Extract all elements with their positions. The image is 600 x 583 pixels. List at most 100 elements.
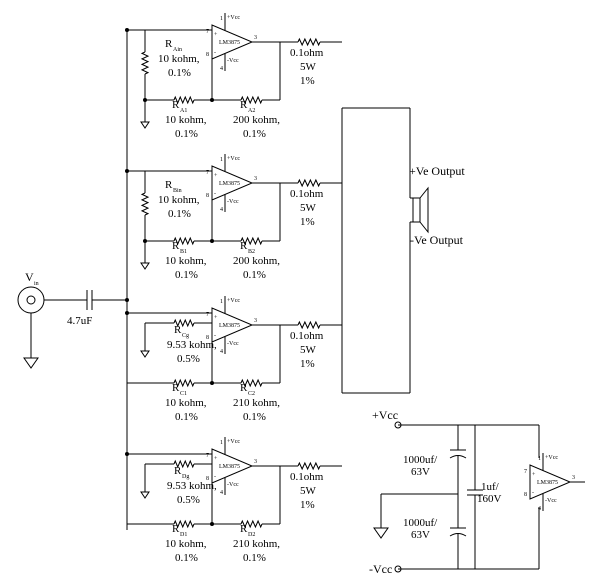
stage-a-r1-label-sub: A1 xyxy=(180,108,187,114)
stage-d-opamp-pin8: 8 xyxy=(206,476,209,482)
stage-d-r2 xyxy=(240,519,263,529)
stage-d-r2-label-tol: 0.1% xyxy=(243,552,266,564)
stage-a-r2-label-tol: 0.1% xyxy=(243,128,266,140)
input-capacitor: 4.7uF xyxy=(67,290,127,327)
stage-c-r1-label-value: 10 kohm, xyxy=(165,397,207,409)
stage-d-r1-label-value: 10 kohm, xyxy=(165,538,207,550)
stage-b-r1-label-sub: B1 xyxy=(180,249,187,255)
stage-a-opamp-part: LM3875 xyxy=(219,40,240,46)
stage-b-r2 xyxy=(240,236,263,246)
stage-c-rg-label-tol: 0.5% xyxy=(177,353,200,365)
stage-d-opamp-vpos-label: +Vcc xyxy=(227,439,240,445)
stage-b-rin xyxy=(140,192,150,216)
input-connector-outer xyxy=(17,286,45,314)
stage-d-r1-label-sub: D1 xyxy=(180,532,187,538)
stage-a-opamp-pin8: 8 xyxy=(206,52,209,58)
stage-a-rin xyxy=(140,51,150,75)
junction-dot xyxy=(210,381,214,385)
input-connector-inner xyxy=(26,295,36,305)
supply-ground-symbol xyxy=(373,527,389,539)
stage-c-opamp-pin1: 1 xyxy=(220,299,223,305)
stage-a-opamp-pin4: 4 xyxy=(220,66,223,72)
stage-a-opamp-pin1: 1 xyxy=(220,16,223,22)
stage-c-opamp-vpos-label: +Vcc xyxy=(227,298,240,304)
stage-a-r1-label-tol: 0.1% xyxy=(175,128,198,140)
stage-d-rg-label-sub: Dg xyxy=(182,474,189,480)
stage-a-rout xyxy=(297,37,321,47)
stage-b-r1 xyxy=(173,236,195,246)
stage-c-r2-label-value: 210 kohm, xyxy=(233,397,280,409)
stage-a-rout-power: 5W xyxy=(300,61,317,73)
supply-opamp-pin1: 1 xyxy=(538,456,541,462)
junction-dot xyxy=(125,311,129,315)
input-cap-value: 4.7uF xyxy=(67,315,92,327)
junction-dot xyxy=(125,169,129,173)
speaker-negative-label: -Ve Output xyxy=(410,233,464,247)
junction-dot xyxy=(143,239,147,243)
stage-b-opamp-pin3: 3 xyxy=(254,176,257,182)
supply-opamp-pin7: 7 xyxy=(524,469,527,475)
stage-b-rin-label-sub: Bin xyxy=(173,188,182,194)
stage-d-rg-label-value: 9.53 kohm, xyxy=(167,480,217,492)
stage-c-r2-label-sub: C2 xyxy=(248,391,255,397)
stage-d-rg xyxy=(173,459,195,469)
supply-opamp-pin3: 3 xyxy=(572,475,575,481)
stage-d-opamp-pin1: 1 xyxy=(220,440,223,446)
stage-a-opamp-plus: + xyxy=(214,32,218,38)
speaker-positive-label: +Ve Output xyxy=(409,164,465,178)
stage-d-opamp-part: LM3875 xyxy=(219,464,240,470)
stage-a-rin-label-value: 10 kohm, xyxy=(158,53,200,65)
junction-dot xyxy=(125,28,129,32)
cap-mid-value: 1uf/ xyxy=(481,481,500,493)
supply-opamp-body xyxy=(529,464,572,500)
stage-c-r1-label-tol: 0.1% xyxy=(175,411,198,423)
supply-opamp-vpos-label: +Vcc xyxy=(545,455,558,461)
stage-d-opamp-pin4: 4 xyxy=(220,490,223,496)
stage-d-rout-power: 5W xyxy=(300,485,317,497)
stage-b-r2-label-name: R xyxy=(240,240,248,252)
supply-opamp-pin4: 4 xyxy=(538,506,541,512)
junction-dot xyxy=(210,98,214,102)
stage-b-opamp-pin4: 4 xyxy=(220,207,223,213)
stage-b-opamp-plus: + xyxy=(214,173,218,179)
stage-c-opamp-vneg-label: -Vcc xyxy=(227,341,239,347)
supply-vneg-label: -Vcc xyxy=(369,562,392,576)
cap-mid-volt: 160V xyxy=(477,493,502,505)
stage-a-rin-label-tol: 0.1% xyxy=(168,67,191,79)
junction-dot xyxy=(210,239,214,243)
stage-b-rin-label-tol: 0.1% xyxy=(168,208,191,220)
stage-a-opamp-pin7: 7 xyxy=(206,29,209,35)
stage-b-rin-label-name: R xyxy=(165,179,173,191)
stage-d-r2-label-name: R xyxy=(240,523,248,535)
junction-dot xyxy=(210,522,214,526)
stage-b-rout xyxy=(297,178,321,188)
supply-opamp-plus: + xyxy=(532,472,536,478)
stage-d-r1-label-tol: 0.1% xyxy=(175,552,198,564)
stage-a-opamp-pin3: 3 xyxy=(254,35,257,41)
stage-d-r2-label-value: 210 kohm, xyxy=(233,538,280,550)
ground-symbol xyxy=(140,262,150,270)
ground-symbol xyxy=(140,491,150,499)
stage-b-r2-label-tol: 0.1% xyxy=(243,269,266,281)
speaker-cone xyxy=(419,186,429,234)
stage-c-opamp-pin7: 7 xyxy=(206,312,209,318)
stage-a-r1-label-value: 10 kohm, xyxy=(165,114,207,126)
stage-b-opamp-pin7: 7 xyxy=(206,170,209,176)
stage-c-rout-value: 0.1ohm xyxy=(290,330,324,342)
stage-b-opamp-vpos-label: +Vcc xyxy=(227,156,240,162)
supply-opamp-pin8: 8 xyxy=(524,492,527,498)
stage-b-r2-label-value: 200 kohm, xyxy=(233,255,280,267)
stage-b-opamp-pin1: 1 xyxy=(220,157,223,163)
stage-d-opamp-body xyxy=(211,448,254,484)
stage-d-r2-label-sub: D2 xyxy=(248,532,255,538)
cap-top-value: 1000uf/ xyxy=(403,454,438,466)
stage-b-rout-power: 5W xyxy=(300,202,317,214)
stage-a-opamp-vpos-label: +Vcc xyxy=(227,15,240,21)
